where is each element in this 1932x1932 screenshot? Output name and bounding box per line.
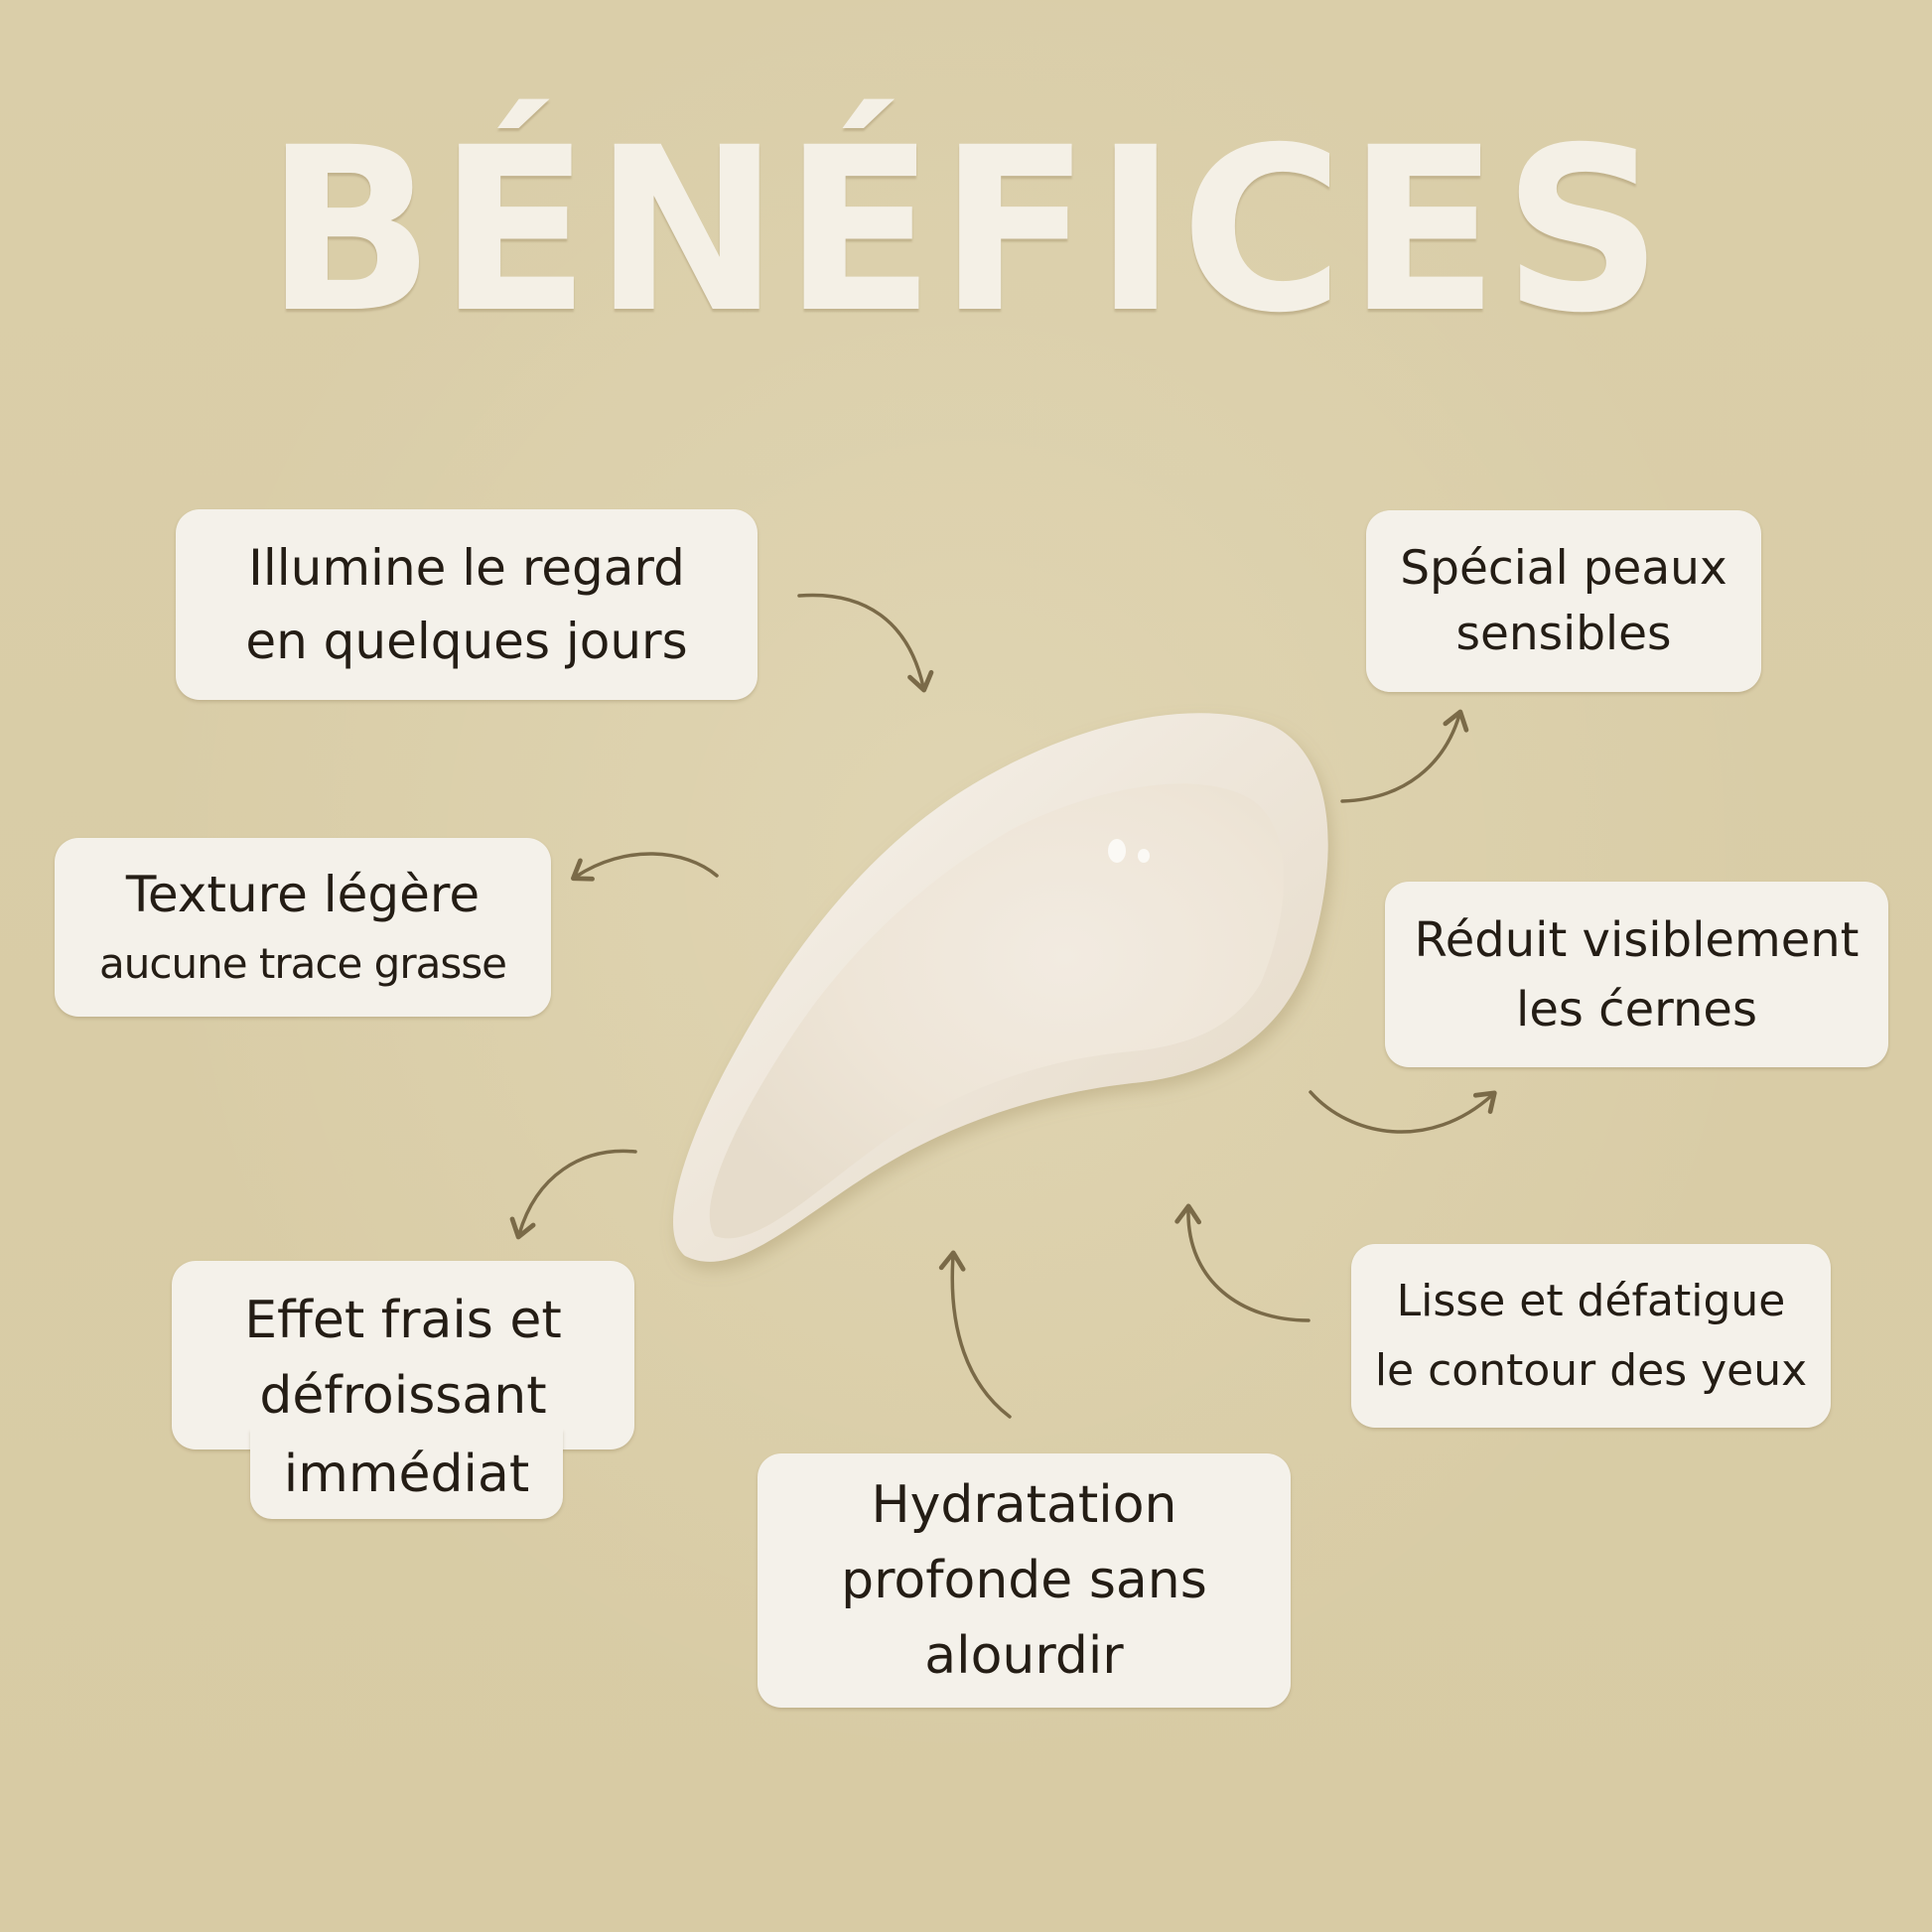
benefit-text: en quelques jours bbox=[245, 613, 688, 670]
benefit-card-special: Spécial peaux sensibles bbox=[1366, 510, 1761, 692]
benefit-card-lisse: Lisse et défatigue le contour des yeux bbox=[1351, 1244, 1831, 1428]
benefit-text: Texture légère bbox=[125, 866, 481, 923]
page-title: BÉNÉFICES bbox=[265, 98, 1667, 362]
benefit-text: les ćernes bbox=[1516, 981, 1757, 1037]
benefit-card-reduit: Réduit visiblement les ćernes bbox=[1385, 882, 1888, 1067]
benefit-text: Lisse et défatigue bbox=[1396, 1275, 1786, 1326]
benefit-text: alourdir bbox=[924, 1626, 1124, 1686]
benefit-text: Hydratation bbox=[871, 1475, 1177, 1535]
benefit-text: profonde sans bbox=[841, 1551, 1207, 1610]
benefit-text: le contour des yeux bbox=[1374, 1344, 1808, 1396]
benefit-subtext: aucune trace grasse bbox=[99, 939, 507, 988]
benefit-card-texture: Texture légère aucune trace grasse bbox=[55, 838, 551, 1017]
benefit-card-effet-tab: immédiat bbox=[250, 1424, 563, 1519]
benefit-text: immédiat bbox=[283, 1445, 530, 1504]
benefit-text: Spécial peaux bbox=[1400, 540, 1727, 596]
benefit-card-hydratation: Hydratation profonde sans alourdir bbox=[758, 1453, 1291, 1708]
benefit-card-illumine: Illumine le regard en quelques jours bbox=[176, 509, 758, 700]
benefit-text: sensibles bbox=[1455, 606, 1672, 661]
benefit-text: Illumine le regard bbox=[248, 539, 685, 597]
benefit-text: Réduit visiblement bbox=[1414, 911, 1860, 968]
benefit-text: Effet frais et bbox=[244, 1291, 562, 1350]
benefit-text: défroissant bbox=[259, 1366, 547, 1426]
benefit-card-effet: Effet frais et défroissant bbox=[172, 1261, 634, 1449]
